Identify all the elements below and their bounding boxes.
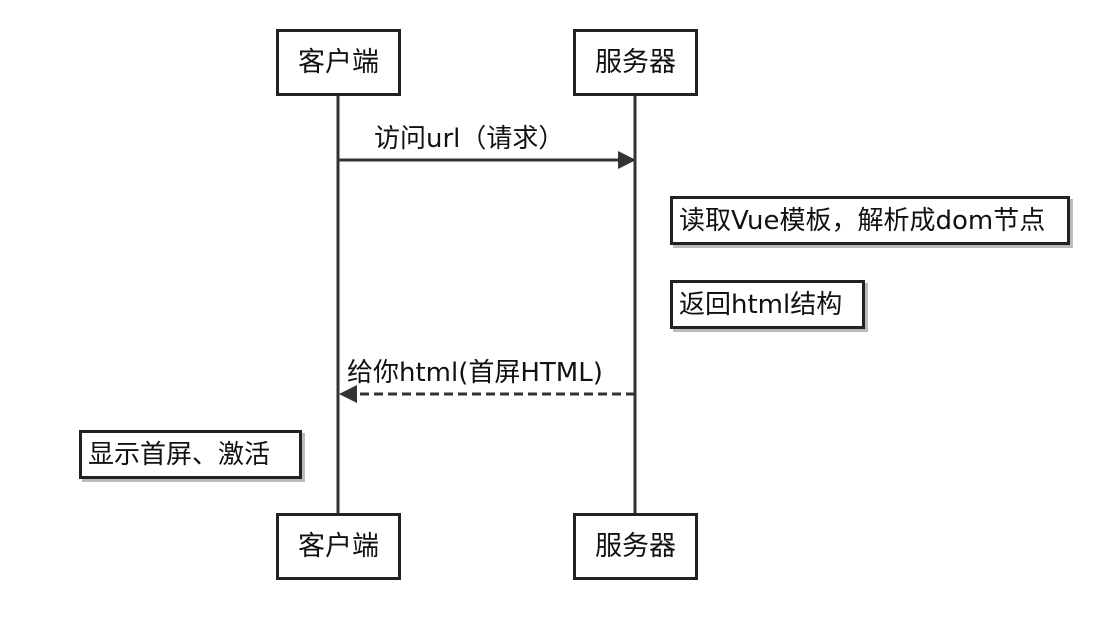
- note-display-activate: 显示首屏、激活: [79, 430, 302, 479]
- participant-server-top: 服务器: [573, 29, 698, 96]
- participant-client-bottom-label: 客户端: [298, 531, 379, 562]
- note-parse-template-text: 读取Vue模板，解析成dom节点: [679, 205, 1046, 236]
- participant-server-bottom: 服务器: [573, 513, 698, 580]
- request-arrowhead: [618, 151, 636, 169]
- message-response-label: 给你html(首屏HTML): [347, 358, 603, 388]
- participant-client-bottom: 客户端: [276, 513, 401, 580]
- participant-client-top-label: 客户端: [298, 47, 379, 78]
- message-request-label: 访问url（请求）: [374, 124, 565, 154]
- note-display-activate-text: 显示首屏、激活: [88, 439, 271, 470]
- response-arrowhead: [339, 385, 357, 403]
- participant-server-top-label: 服务器: [595, 47, 676, 78]
- participant-server-bottom-label: 服务器: [595, 531, 676, 562]
- participant-client-top: 客户端: [276, 29, 401, 96]
- note-return-html: 返回html结构: [670, 280, 865, 329]
- note-return-html-text: 返回html结构: [679, 289, 843, 320]
- note-parse-template: 读取Vue模板，解析成dom节点: [670, 196, 1070, 245]
